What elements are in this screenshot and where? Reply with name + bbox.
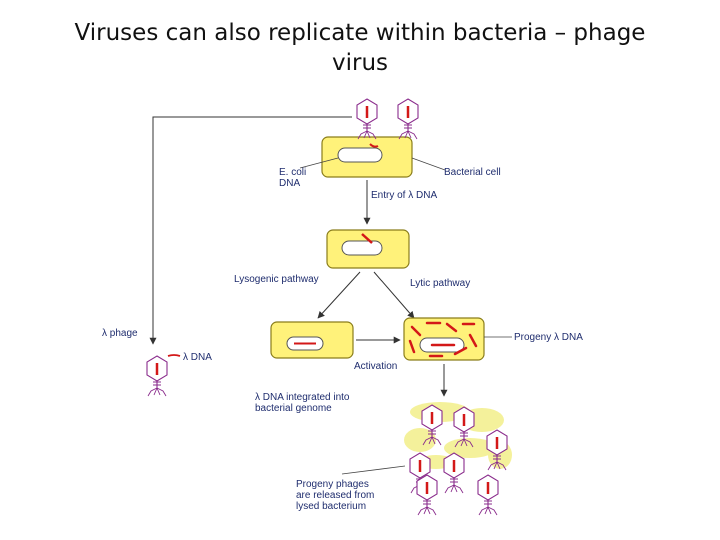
bacterial-cell-pointer: [411, 157, 446, 171]
bacteriophage-icon: [416, 474, 438, 516]
label-integrated-1: λ DNA integrated into: [255, 392, 350, 403]
label-released-3: lysed bacterium: [296, 501, 366, 512]
slide-title-line-2: virus: [331, 50, 389, 76]
label-lambda-phage: λ phage: [102, 328, 138, 339]
bacterial-cell-top: [321, 136, 413, 178]
feedback-arrow: [149, 116, 352, 345]
lysogenic-cell: [270, 321, 354, 359]
lambda-dna-strand: [167, 354, 181, 357]
bacteriophage-icon: [356, 98, 378, 140]
label-lysogenic: Lysogenic pathway: [234, 274, 319, 285]
bacteriophage-icon: [477, 474, 499, 516]
label-bacterial-cell: Bacterial cell: [444, 167, 501, 178]
lytic-cell: [403, 317, 485, 361]
ecoli-dna-pointer: [299, 157, 339, 169]
lytic-arrow: [373, 271, 415, 319]
phage-group: [146, 98, 508, 516]
label-progeny-dna: Progeny λ DNA: [514, 332, 583, 343]
label-lytic: Lytic pathway: [410, 278, 470, 289]
label-ecoli-dna-1: E. coli: [279, 167, 306, 178]
slide-title-line-1: Viruses can also replicate within bacter…: [74, 20, 646, 46]
bacteriophage-icon: [397, 98, 419, 140]
bacteriophage-icon: [453, 406, 475, 448]
lysogenic-arrow: [317, 271, 361, 319]
label-released-2: are released from: [296, 490, 374, 501]
slide-title: Viruses can also replicate within bacter…: [40, 18, 680, 78]
label-activation: Activation: [354, 361, 397, 372]
label-ecoli-dna-2: DNA: [279, 178, 300, 189]
bacteriophage-icon: [421, 404, 443, 446]
bacteriophage-icon: [443, 452, 465, 494]
label-integrated-2: bacterial genome: [255, 403, 332, 414]
bacteriophage-icon: [146, 355, 168, 397]
released-pointer: [341, 465, 406, 475]
label-entry: Entry of λ DNA: [371, 190, 437, 201]
label-released-1: Progeny phages: [296, 479, 369, 490]
bacterial-cell-infected: [326, 229, 410, 269]
label-lambda-dna: λ DNA: [183, 352, 212, 363]
bacteriophage-icon: [486, 429, 508, 471]
